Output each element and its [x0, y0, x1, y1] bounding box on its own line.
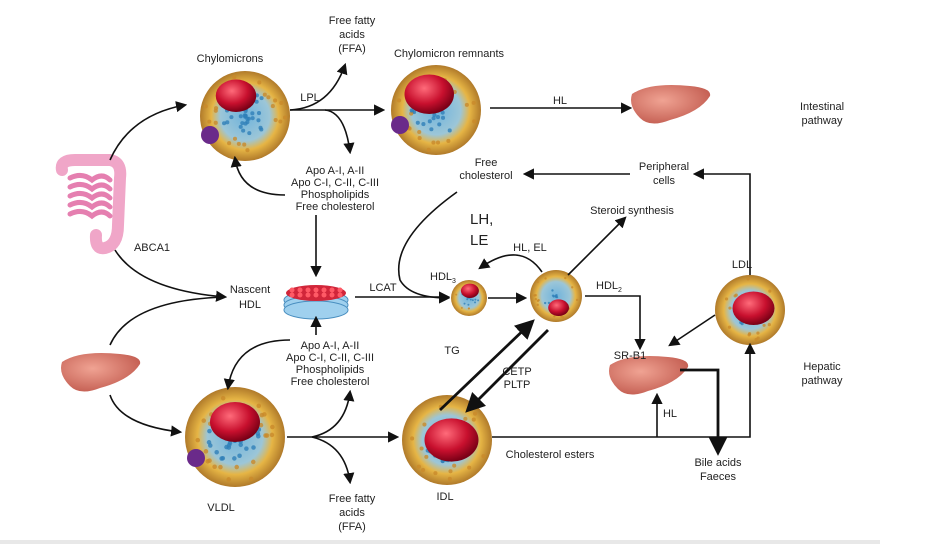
label-hdl3: HDL3 [430, 271, 456, 285]
label-lh-le: LH, [470, 211, 493, 228]
arrow-to-apo-top [325, 110, 350, 152]
arrow-ldl-liver [670, 315, 715, 345]
idl-particle [402, 395, 492, 485]
label-lh-le-2: LE [470, 232, 488, 249]
label-ffa-bottom: Free fatty [329, 493, 376, 505]
hdl2-particle [530, 270, 582, 322]
label-apo-top-2: Apo C-I, C-II, C-III [291, 177, 379, 189]
arrow-steroid [568, 218, 625, 275]
arrow-bile-acids [680, 370, 718, 452]
label-intestinal-pathway-2: pathway [802, 115, 843, 127]
label-free-cholesterol: Free [475, 157, 498, 169]
arrow-apo-vldl [228, 340, 290, 388]
label-hdl2: HDL2 [596, 280, 622, 294]
label-pltp: PLTP [504, 379, 531, 391]
hdl2-subscript: 2 [618, 287, 622, 294]
label-lpl: LPL [300, 92, 320, 104]
label-apo-bottom-2: Apo C-I, C-II, C-III [286, 352, 374, 364]
hdl2-text: HDL [596, 280, 618, 292]
arrow-liver-vldl [110, 395, 180, 432]
label-apo-top-3: Phospholipids [301, 189, 370, 201]
label-sr-b1: SR-B1 [614, 350, 646, 362]
label-tg: TG [444, 345, 459, 357]
label-vldl: VLDL [207, 502, 235, 514]
label-lcat: LCAT [369, 282, 397, 294]
liver-icon-intestinal [631, 85, 710, 124]
label-free-cholesterol-2: cholesterol [459, 170, 512, 182]
vldl-particle [185, 387, 285, 487]
chylomicron-remnant-particle [391, 65, 481, 155]
label-hl-top: HL [553, 95, 567, 107]
arrow-ffa-bottom [312, 437, 350, 482]
label-apo-top-4: Free cholesterol [296, 201, 375, 213]
nascent-hdl-disc [284, 285, 348, 319]
label-peripheral-cells-2: cells [653, 175, 676, 187]
label-hepatic-pathway-2: pathway [802, 375, 843, 387]
label-apo-bottom-3: Phospholipids [296, 364, 365, 376]
arrow-apo-chylomicron [235, 158, 285, 195]
label-nascent-hdl-2: HDL [239, 299, 261, 311]
label-nascent-hdl: Nascent [230, 284, 270, 296]
label-intestinal-pathway: Intestinal [800, 101, 844, 113]
label-chylomicrons: Chylomicrons [197, 53, 264, 65]
label-hl-bottom: HL [663, 408, 677, 420]
label-cetp: CETP [502, 366, 531, 378]
label-apo-top: Apo A-I, A-II [306, 165, 365, 177]
hdl3-particle [451, 280, 487, 316]
label-abca1: ABCA1 [134, 242, 170, 254]
ldl-particle [715, 275, 785, 345]
hdl3-text: HDL [430, 271, 452, 283]
label-hl-el: HL, EL [513, 242, 547, 254]
arrow-hl-el [480, 255, 542, 272]
chylomicron-particle [200, 71, 290, 161]
label-faeces: Faeces [700, 471, 737, 483]
label-ffa-top: Free fatty [329, 15, 376, 27]
label-idl: IDL [436, 491, 453, 503]
label-peripheral-cells: Peripheral [639, 161, 689, 173]
liver-icon-left [61, 353, 140, 392]
label-ffa-bottom-2: acids [339, 507, 365, 519]
label-chylomicron-remnants: Chylomicron remnants [394, 48, 505, 60]
label-apo-bottom-4: Free cholesterol [291, 376, 370, 388]
label-ffa-top-3: (FFA) [338, 43, 366, 55]
intestine-icon [62, 160, 121, 248]
arrow-abca1 [115, 250, 225, 297]
bottom-border [0, 540, 880, 544]
arrow-liver-nascent [110, 297, 225, 345]
arrow-apo-bottom [312, 392, 350, 437]
hdl3-subscript: 3 [452, 278, 456, 285]
label-steroid-synthesis: Steroid synthesis [590, 205, 674, 217]
label-ffa-bottom-3: (FFA) [338, 521, 366, 533]
label-ldl: LDL [732, 259, 752, 271]
label-ffa-top-2: acids [339, 29, 365, 41]
arrow-intestine-chylomicron [110, 105, 185, 160]
label-bile-acids: Bile acids [694, 457, 742, 469]
label-apo-bottom: Apo A-I, A-II [301, 340, 360, 352]
label-cholesterol-esters: Cholesterol esters [506, 449, 595, 461]
label-hepatic-pathway: Hepatic [803, 361, 841, 373]
arrow-hdl2-srb1 [585, 296, 640, 348]
